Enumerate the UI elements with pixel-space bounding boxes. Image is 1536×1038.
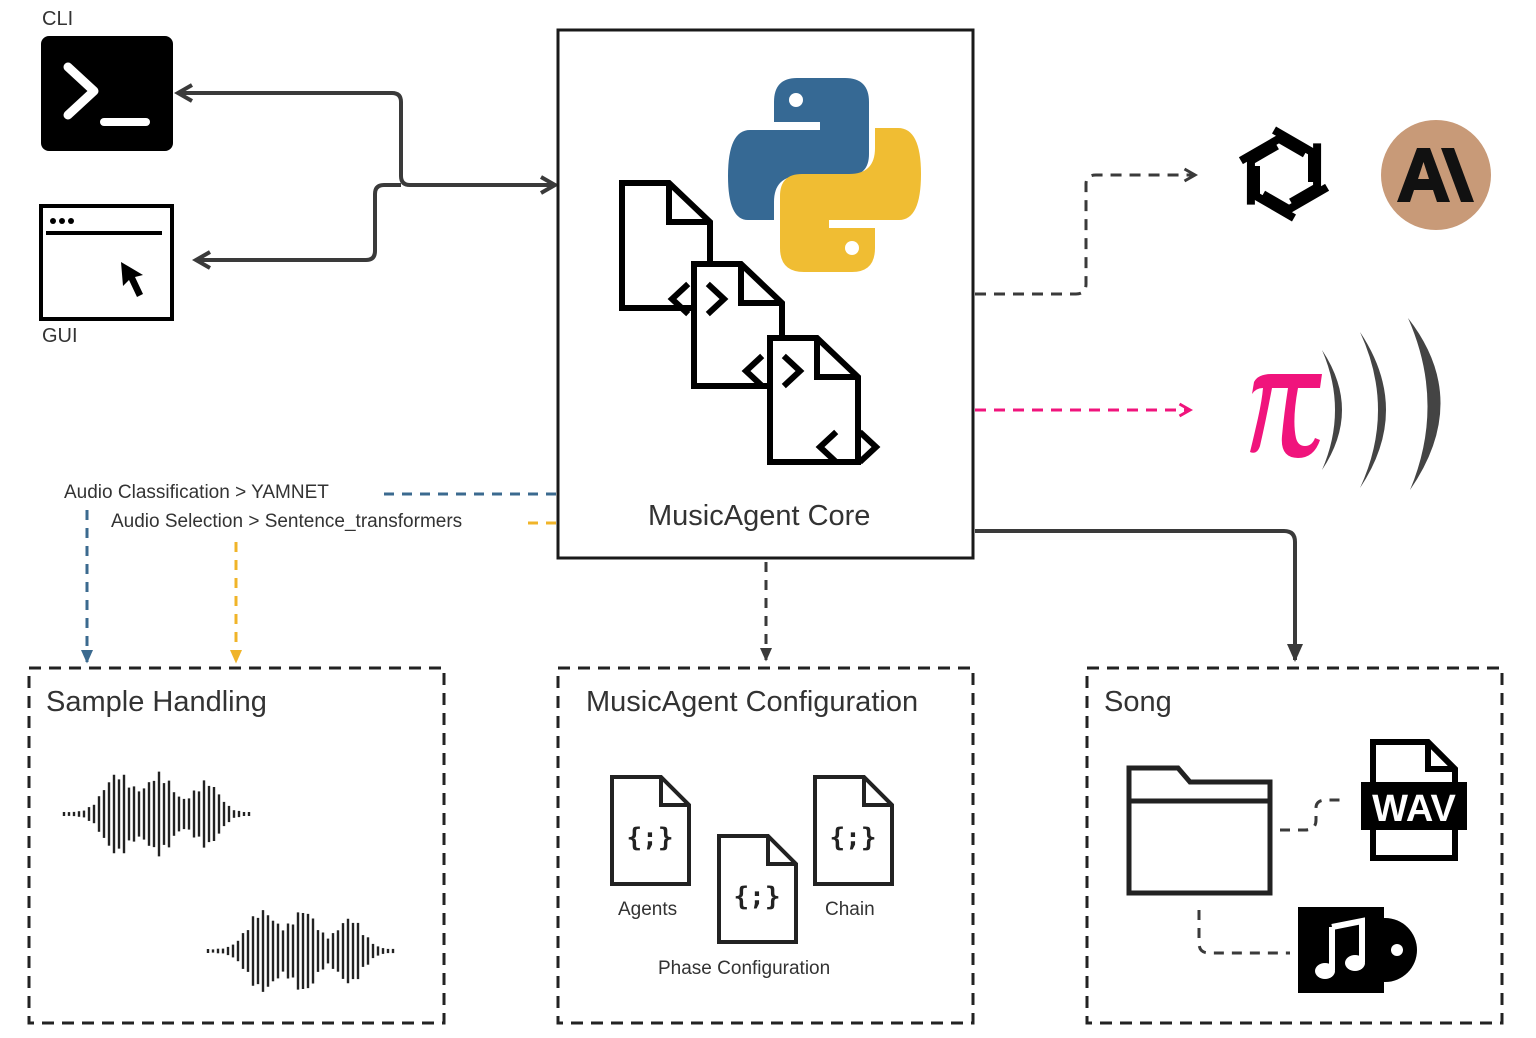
core-title: MusicAgent Core [648,500,871,532]
sample-handling-title: Sample Handling [46,686,267,718]
sample-handling-box [27,666,446,1025]
folder-icon [1126,765,1273,896]
json-file-icon [813,775,894,886]
browser-window-icon [39,204,174,321]
wav-link [1280,798,1346,832]
openai-logo-icon [1238,126,1330,222]
audio-classification-label: Audio Classification > YAMNET [64,482,329,503]
music-album-icon [1298,907,1417,993]
json-file-icon [610,775,691,886]
json-glyph: {;} [627,823,674,853]
python-logo-icon [728,78,921,272]
configuration-title: MusicAgent Configuration [586,686,919,718]
agents-label: Agents [618,899,678,920]
svg-text:WAV: WAV [1372,788,1456,830]
code-file-icon [741,335,881,465]
configuration-box [556,666,975,1025]
pi-logo-icon [1250,374,1322,458]
sound-waves-icon [1322,318,1441,490]
phase-configuration-label: Phase Configuration [658,958,831,979]
json-glyph: {;} [830,823,877,853]
interface-connectors [173,83,560,270]
gui-label: GUI [42,325,78,347]
chain-label: Chain [825,899,875,920]
json-file-icon [717,834,798,944]
song-connector [975,529,1303,662]
audio-waveform-icon [206,910,395,992]
cli-label: CLI [42,8,74,30]
audio-selection-label: Audio Selection > Sentence_transformers [111,511,463,532]
wav-file-icon: WAV [1361,739,1467,861]
song-box [1085,666,1504,1025]
music-link [1197,910,1290,955]
json-glyph: {;} [734,882,781,912]
song-title: Song [1104,686,1172,718]
audio-waveform-icon [62,771,251,857]
llm-connector [975,167,1199,296]
terminal-icon [41,36,173,151]
anthropic-logo-icon [1381,120,1491,230]
